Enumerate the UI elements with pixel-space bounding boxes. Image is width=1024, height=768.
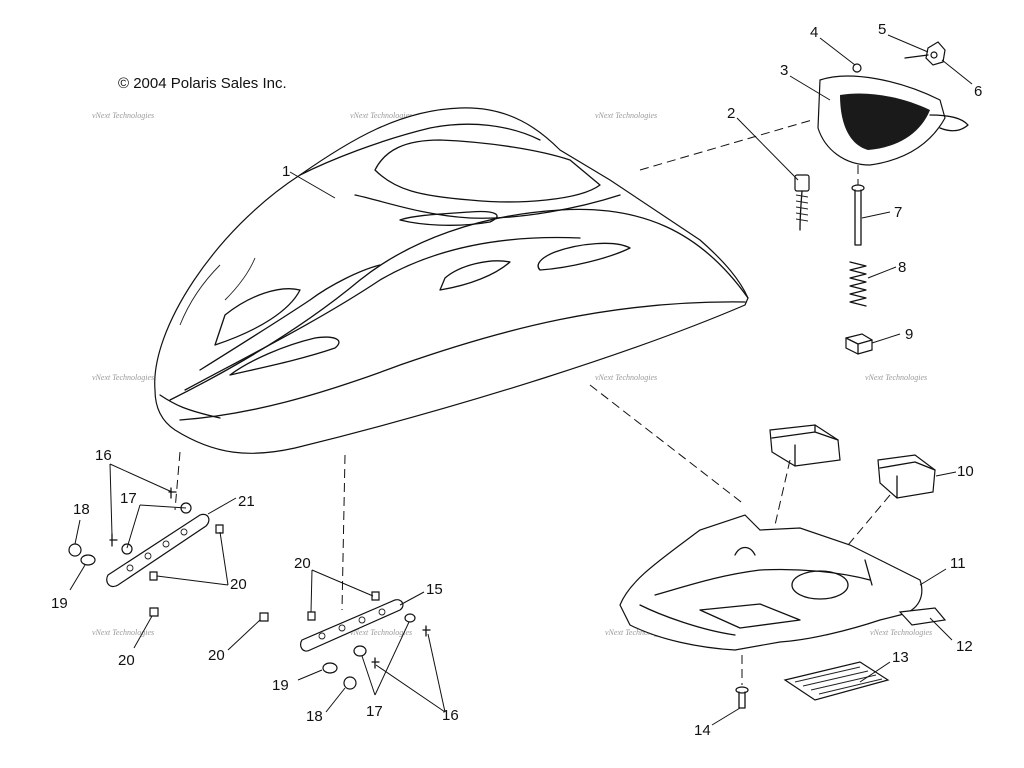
callout-number: 19 — [272, 677, 289, 694]
callout-number: 14 — [694, 722, 711, 739]
callout-number: 12 — [956, 638, 973, 655]
callout-number: 8 — [898, 259, 906, 276]
bracket-left-part — [68, 487, 224, 617]
callout-number: 6 — [974, 83, 982, 100]
callout-number: 21 — [238, 493, 255, 510]
callout-number: 1 — [282, 163, 290, 180]
callout-number: 20 — [294, 555, 311, 572]
callout-number: 20 — [118, 652, 135, 669]
watermark-text: vNext Technologies — [92, 111, 154, 120]
callout-number: 7 — [894, 204, 902, 221]
callout-number: 18 — [306, 708, 323, 725]
callout-number: 13 — [892, 649, 909, 666]
screw-part — [735, 686, 749, 709]
label-part — [898, 607, 947, 626]
hood-part — [154, 107, 749, 454]
callout-number: 16 — [442, 707, 459, 724]
callout-number: 2 — [727, 105, 735, 122]
callout-number: 3 — [780, 62, 788, 79]
callout-number: 9 — [905, 326, 913, 343]
callout-number: 10 — [957, 463, 974, 480]
callout-number: 11 — [950, 555, 966, 572]
callout-number: 20 — [230, 576, 247, 593]
callout-number: 5 — [878, 21, 886, 38]
callout-number: 20 — [208, 647, 225, 664]
callout-number: 17 — [120, 490, 137, 507]
callout-number: 18 — [73, 501, 90, 518]
callout-number: 4 — [810, 24, 818, 41]
watermark-text: vNext Technologies — [595, 373, 657, 382]
cable-part — [794, 174, 810, 231]
watermark-text: vNext Technologies — [350, 111, 412, 120]
watermark-text: vNext Technologies — [595, 111, 657, 120]
fastener-parts — [852, 41, 946, 73]
bracket-right-part — [259, 591, 431, 690]
watermark-text: vNext Technologies — [605, 628, 667, 637]
callout-number: 16 — [95, 447, 112, 464]
foam-block-part — [769, 424, 936, 499]
watermark-text: vNext Technologies — [92, 373, 154, 382]
callout-labels: 1 2 3 4 5 6 7 8 9 10 11 12 13 14 15 16 1… — [51, 21, 982, 739]
watermark-layer: vNext Technologies vNext Technologies vN… — [92, 111, 932, 637]
watermark-text: vNext Technologies — [350, 628, 412, 637]
spring-part — [849, 261, 867, 307]
windshield-part — [817, 75, 969, 166]
leader-lines — [69, 34, 973, 726]
watermark-text: vNext Technologies — [870, 628, 932, 637]
watermark-text: vNext Technologies — [92, 628, 154, 637]
assembly-dash-lines — [174, 119, 891, 685]
callout-number: 15 — [426, 581, 443, 598]
pin-part — [851, 184, 865, 246]
tray-part — [619, 514, 923, 651]
watermark-text: vNext Technologies — [865, 373, 927, 382]
callout-number: 19 — [51, 595, 68, 612]
grille-part — [783, 661, 890, 701]
callout-number: 17 — [366, 703, 383, 720]
copyright-notice: © 2004 Polaris Sales Inc. — [118, 75, 287, 92]
knob-part — [845, 333, 873, 355]
